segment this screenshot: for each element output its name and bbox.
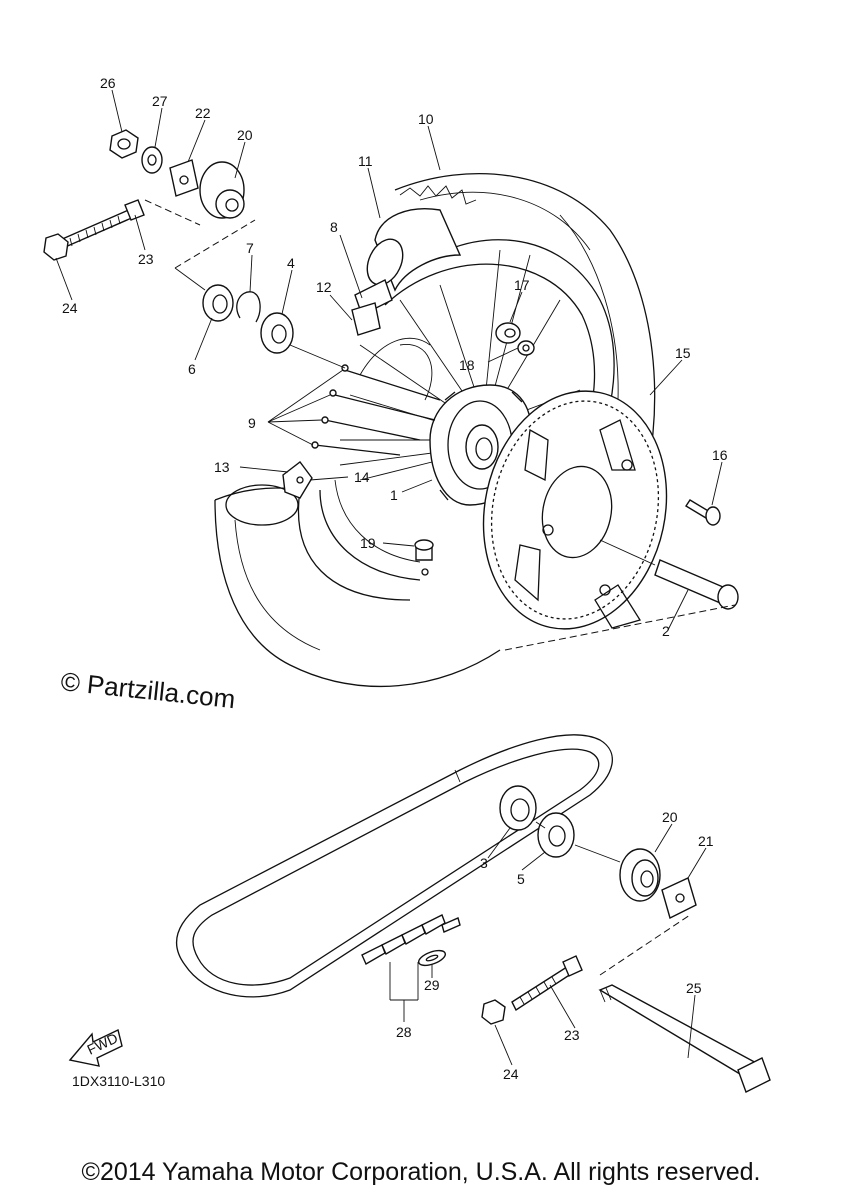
callout-22: 22 (195, 105, 211, 121)
spacer (599, 539, 739, 610)
spoke-nipples (311, 364, 441, 456)
callout-16: 16 (712, 447, 728, 463)
sprocket (482, 390, 668, 630)
bolt-16 (685, 499, 721, 526)
callout-19: 19 (360, 535, 376, 551)
inner-tube (351, 208, 462, 336)
callout-4: 4 (287, 255, 295, 271)
parts-17-18 (495, 322, 535, 356)
callout-7: 7 (246, 240, 254, 256)
callout-2: 2 (662, 623, 670, 639)
callout-28: 28 (396, 1024, 412, 1040)
callout-5: 5 (517, 871, 525, 887)
fwd-arrow-icon: FWD (68, 1028, 123, 1067)
callout-25: 25 (686, 980, 702, 996)
callout-21: 21 (698, 833, 714, 849)
callout-15: 15 (675, 345, 691, 361)
watermark: © Partzilla.com (59, 666, 236, 714)
callout-26: 26 (100, 75, 116, 91)
callout-6: 6 (188, 361, 196, 377)
callout-8: 8 (330, 219, 338, 235)
callout-29: 29 (424, 977, 440, 993)
callout-9: 9 (248, 415, 256, 431)
callout-13: 13 (214, 459, 230, 475)
callout-1: 1 (390, 487, 398, 503)
callout-17: 17 (514, 277, 530, 293)
callout-20: 20 (237, 127, 253, 143)
callout-24-lower: 24 (503, 1066, 519, 1082)
tire (214, 173, 656, 688)
callout-labels: 26 27 22 20 10 11 23 24 8 7 4 12 17 6 18… (62, 75, 728, 1082)
copyright-notice: ©2014 Yamaha Motor Corporation, U.S.A. A… (81, 1158, 761, 1186)
callout-14: 14 (354, 469, 370, 485)
callout-3: 3 (480, 855, 488, 871)
callout-20-lower: 20 (662, 809, 678, 825)
left-axle-parts (43, 129, 346, 369)
callout-24: 24 (62, 300, 78, 316)
callout-27: 27 (152, 93, 168, 109)
callout-18: 18 (459, 357, 475, 373)
callout-10: 10 (418, 111, 434, 127)
callout-11: 11 (358, 153, 373, 169)
diagram-code: 1DX3110-L310 (72, 1073, 165, 1089)
callout-12: 12 (316, 279, 332, 295)
parts-13-14-19 (282, 461, 434, 576)
callout-23-lower: 23 (564, 1027, 580, 1043)
leader-lines (55, 89, 723, 1066)
callout-23: 23 (138, 251, 154, 267)
right-axle-parts (361, 604, 771, 1093)
drive-chain (176, 734, 613, 998)
